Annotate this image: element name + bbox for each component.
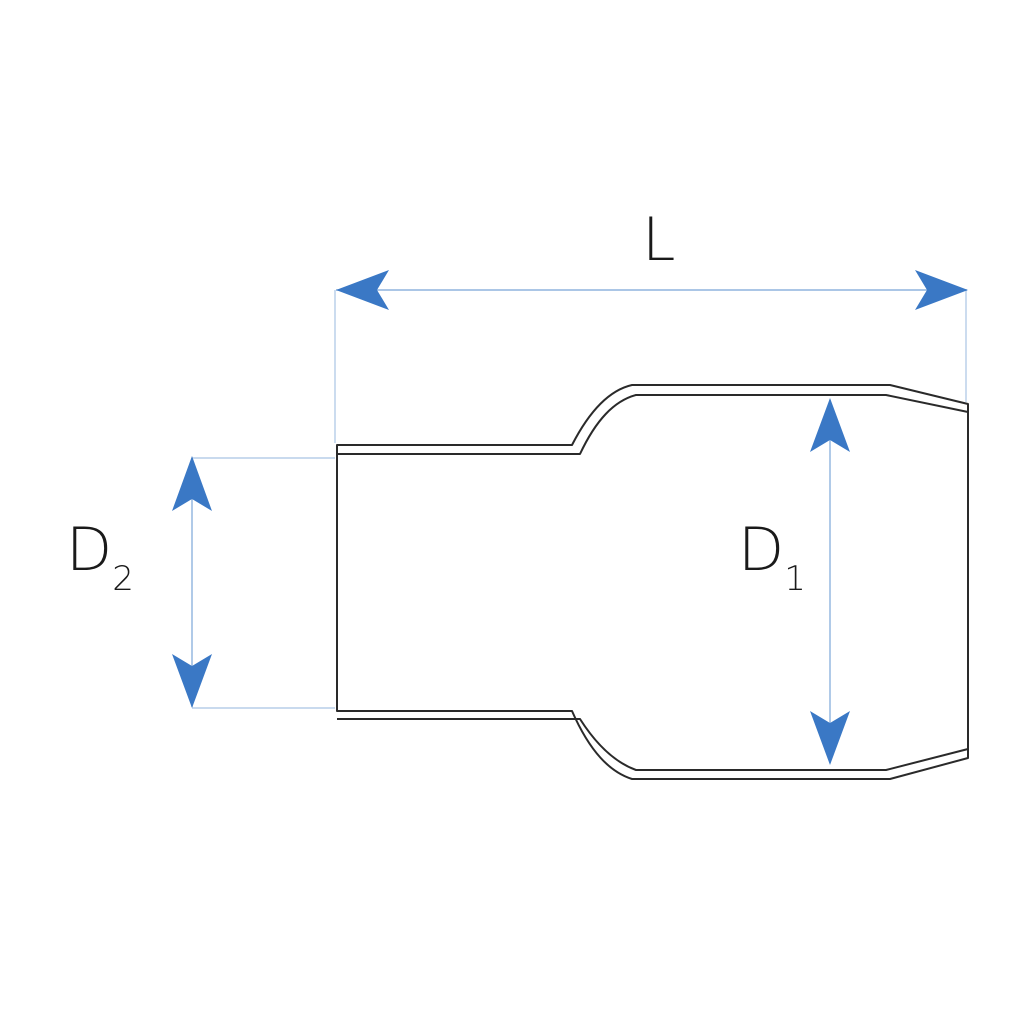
part-outline (336, 384, 969, 780)
d1-label: D1 (738, 515, 806, 599)
d2-label-letter: D (66, 515, 112, 585)
dimension-d1: D1 (738, 398, 850, 765)
inner-contour (337, 394, 969, 771)
outer-contour (336, 384, 969, 780)
d1-top-arrowhead-icon (810, 398, 850, 452)
l-left-arrowhead-icon (336, 270, 389, 310)
d1-label-letter: D (738, 515, 784, 585)
l-right-arrowhead-icon (915, 270, 968, 310)
l-label: L (642, 205, 675, 275)
extension-lines (192, 290, 967, 709)
d2-top-arrowhead-icon (172, 456, 212, 511)
d2-bottom-arrowhead-icon (172, 654, 212, 708)
dimension-d2: D2 (66, 456, 212, 708)
dimension-l: L (336, 205, 968, 310)
d2-label-subscript: 2 (112, 559, 134, 599)
d1-bottom-arrowhead-icon (810, 711, 850, 765)
d1-label-subscript: 1 (784, 559, 806, 599)
d2-label: D2 (66, 515, 134, 599)
